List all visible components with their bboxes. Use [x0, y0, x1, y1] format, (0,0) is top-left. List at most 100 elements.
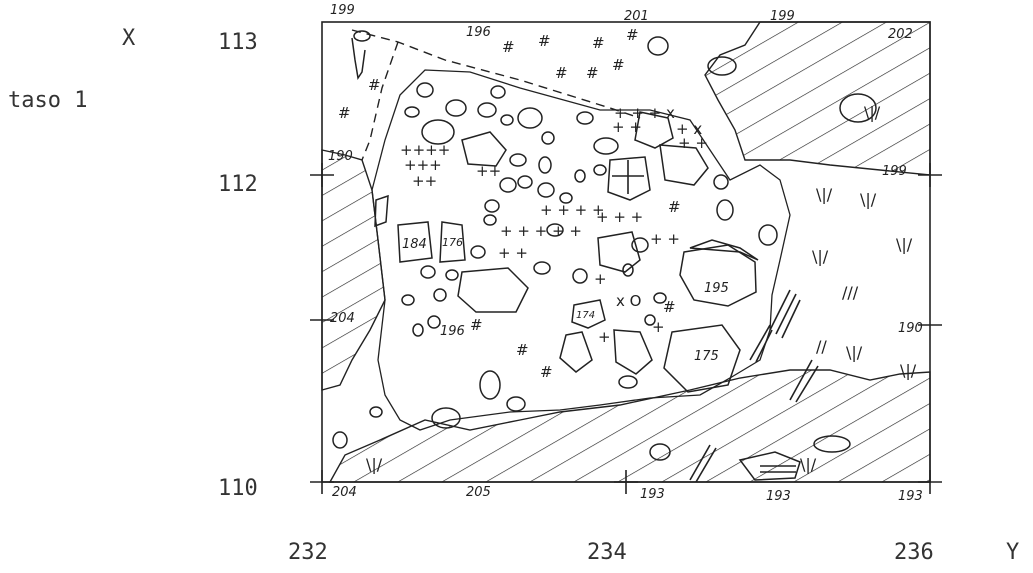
x-tick-112: 112 — [218, 172, 258, 197]
cross-marks-cluster: + — [594, 270, 607, 288]
stone — [433, 288, 447, 302]
stone — [445, 269, 459, 281]
stone — [647, 36, 669, 56]
stone — [634, 111, 674, 149]
hatched-zone-bottom — [328, 369, 931, 483]
hatched-zone-left — [321, 149, 386, 391]
grass-mark: \|/ — [860, 190, 877, 209]
stone — [404, 106, 420, 118]
cross-marks-cluster: +++ — [404, 156, 442, 174]
stone — [593, 137, 619, 155]
elevation-label: 205 — [466, 485, 491, 500]
elevation-label: 193 — [640, 487, 665, 502]
stone — [490, 85, 506, 99]
stone — [420, 265, 436, 279]
stone-number: 174 — [576, 310, 595, 321]
stone — [421, 119, 455, 145]
stone — [597, 231, 641, 273]
survey-crosses — [310, 163, 942, 494]
cross-marks-cluster: + x — [676, 120, 702, 138]
y-tick-234: 234 — [587, 540, 627, 565]
stone — [613, 329, 653, 375]
stone — [631, 237, 649, 253]
elevation-label: 204 — [330, 311, 355, 326]
stone — [689, 239, 759, 261]
stone — [499, 177, 517, 193]
y-tick-236: 236 — [894, 540, 934, 565]
stone — [461, 131, 507, 167]
hash-mark: # — [592, 34, 605, 52]
elevation-label: 196 — [466, 25, 491, 40]
grass-mark: \|/ — [896, 235, 913, 254]
stone-number: 196 — [440, 324, 465, 339]
stone — [716, 199, 734, 221]
vegetation-marks: \|/ \|/ \|/ \|/ /// // \|/ \|/ \|/ \|/ \… — [366, 103, 917, 474]
stone — [484, 199, 500, 213]
cross-marks-cluster: ++++ — [400, 141, 450, 159]
hash-mark: # — [502, 38, 515, 56]
stone — [351, 37, 366, 80]
stone — [576, 111, 594, 125]
hash-mark: # — [626, 26, 639, 44]
dense-marks — [689, 289, 819, 483]
cross-marks-cluster: + — [652, 318, 665, 336]
stone — [397, 221, 433, 263]
stone — [571, 299, 606, 329]
stone — [517, 107, 543, 129]
stone — [738, 451, 801, 481]
stone — [401, 294, 415, 306]
cross-marks-cluster: + + + + — [540, 201, 605, 219]
stone — [479, 370, 501, 400]
stone — [559, 331, 593, 373]
elevation-label: 199 — [882, 164, 907, 179]
stone — [572, 268, 588, 284]
stone — [533, 261, 551, 275]
stone — [649, 443, 671, 461]
hash-mark: # — [540, 363, 553, 381]
cross-marks-cluster: + + — [612, 118, 642, 136]
hash-mark: # — [338, 104, 351, 122]
stone — [607, 156, 651, 201]
hash-mark: # — [555, 64, 568, 82]
stone — [839, 93, 877, 123]
hash-mark: # — [470, 316, 483, 334]
stone — [679, 244, 757, 307]
cross-marks-cluster: x O — [616, 292, 641, 310]
stone — [517, 175, 533, 189]
x-axis-label: X — [122, 26, 136, 51]
stones — [332, 30, 877, 481]
stone — [559, 192, 573, 204]
cross-marks-cluster: ++ — [476, 162, 501, 180]
cross-marks-cluster: ++ — [412, 172, 437, 190]
stone — [593, 164, 607, 176]
stone — [758, 224, 778, 246]
stone-number: 176 — [442, 236, 463, 249]
stone — [477, 102, 497, 118]
stone — [618, 375, 638, 389]
elevation-label: 193 — [766, 489, 791, 504]
stone — [644, 314, 656, 326]
stone-number: 195 — [704, 281, 729, 296]
stone — [427, 315, 441, 329]
hash-mark: # — [668, 198, 681, 216]
stone — [431, 407, 461, 429]
stone — [537, 182, 555, 198]
pavement-outline — [371, 69, 791, 431]
stone — [369, 406, 383, 418]
elevation-label: 190 — [328, 149, 353, 164]
cross-marks-cluster: + + + — [596, 208, 643, 226]
stone — [659, 144, 709, 186]
stone — [713, 174, 729, 190]
stone — [707, 56, 737, 76]
stone — [374, 194, 389, 228]
stone — [445, 99, 467, 117]
stone-number: 184 — [402, 237, 427, 252]
stone — [538, 156, 552, 174]
elevation-label: 199 — [770, 9, 795, 24]
y-tick-232: 232 — [288, 540, 328, 565]
grass-mark: \|/ — [800, 455, 817, 474]
stone — [353, 30, 371, 42]
stone — [653, 292, 667, 304]
stone — [500, 114, 514, 126]
grass-mark: \|/ — [812, 247, 829, 266]
